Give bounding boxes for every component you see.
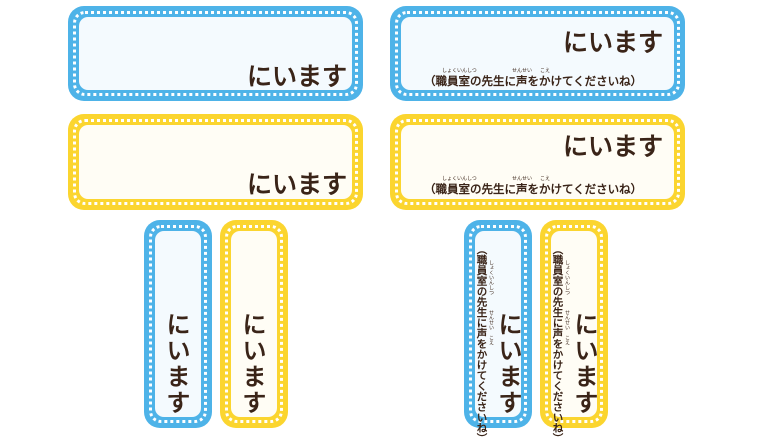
- furigana-shokuinshitsu: しょくいんしつ: [488, 260, 494, 295]
- sign-sub-text: （職員室の先生に声をかけてくださいね）: [424, 74, 643, 88]
- furigana-sensei: せんせい: [512, 176, 533, 182]
- yellow-horizontal-sign: にいます: [68, 114, 363, 210]
- sign-sub-text: （職員室の先生に声をかけてくださいね）: [551, 244, 564, 444]
- sign-main-text: にいます: [562, 28, 663, 57]
- sign-panel: [79, 17, 352, 90]
- yellow-horizontal-sign-with-note: にいます しょくいんしつ せんせい こえ （職員室の先生に声をかけてくださいね）: [390, 114, 685, 210]
- sign-main-text: にいます: [246, 62, 347, 91]
- furigana-koe: こえ: [564, 335, 570, 345]
- furigana-koe: こえ: [488, 335, 494, 345]
- sign-main-text: にいます: [162, 312, 190, 416]
- furigana-shokuinshitsu: しょくいんしつ: [442, 68, 477, 74]
- sign-main-text: にいます: [246, 170, 347, 199]
- sign-main-text: にいます: [562, 132, 663, 161]
- dotted-border: [225, 225, 283, 423]
- sign-main-text: にいます: [238, 312, 266, 416]
- sign-main-text: にいます: [494, 312, 522, 416]
- sign-main-text: にいます: [570, 312, 598, 416]
- sign-panel: [155, 231, 201, 417]
- sign-panel: [231, 231, 277, 417]
- furigana-koe: こえ: [540, 68, 551, 74]
- furigana-shokuinshitsu: しょくいんしつ: [442, 176, 477, 182]
- dotted-border: [73, 119, 358, 205]
- sign-panel: [79, 125, 352, 199]
- blue-horizontal-sign: にいます: [68, 6, 363, 101]
- sign-sub-text: （職員室の先生に声をかけてくださいね）: [424, 182, 643, 196]
- sign-panel: [401, 17, 674, 90]
- furigana-sensei: せんせい: [512, 68, 533, 74]
- dotted-border: [149, 225, 207, 423]
- furigana-sensei: せんせい: [564, 310, 570, 330]
- blue-horizontal-sign-with-note: にいます しょくいんしつ せんせい こえ （職員室の先生に声をかけてくださいね）: [390, 6, 685, 101]
- sign-panel: [551, 231, 597, 417]
- sign-panel: [401, 125, 674, 199]
- blue-vertical-sign: にいます: [144, 220, 212, 428]
- yellow-vertical-sign: にいます: [220, 220, 288, 428]
- furigana-sensei: せんせい: [488, 310, 494, 330]
- sign-panel: [475, 231, 521, 417]
- dotted-border: [395, 11, 680, 96]
- blue-vertical-sign-with-note: （職員室の先生に声をかけてくださいね） しょくいんしつ せんせい こえ にいます: [464, 220, 532, 444]
- dotted-border: [395, 119, 680, 205]
- yellow-vertical-sign-with-note: （職員室の先生に声をかけてくださいね） しょくいんしつ せんせい こえ にいます: [540, 220, 608, 444]
- furigana-koe: こえ: [540, 176, 551, 182]
- dotted-border: [545, 225, 603, 423]
- sign-sub-text: （職員室の先生に声をかけてくださいね）: [475, 244, 488, 444]
- furigana-shokuinshitsu: しょくいんしつ: [564, 260, 570, 295]
- dotted-border: [469, 225, 527, 423]
- dotted-border: [73, 11, 358, 96]
